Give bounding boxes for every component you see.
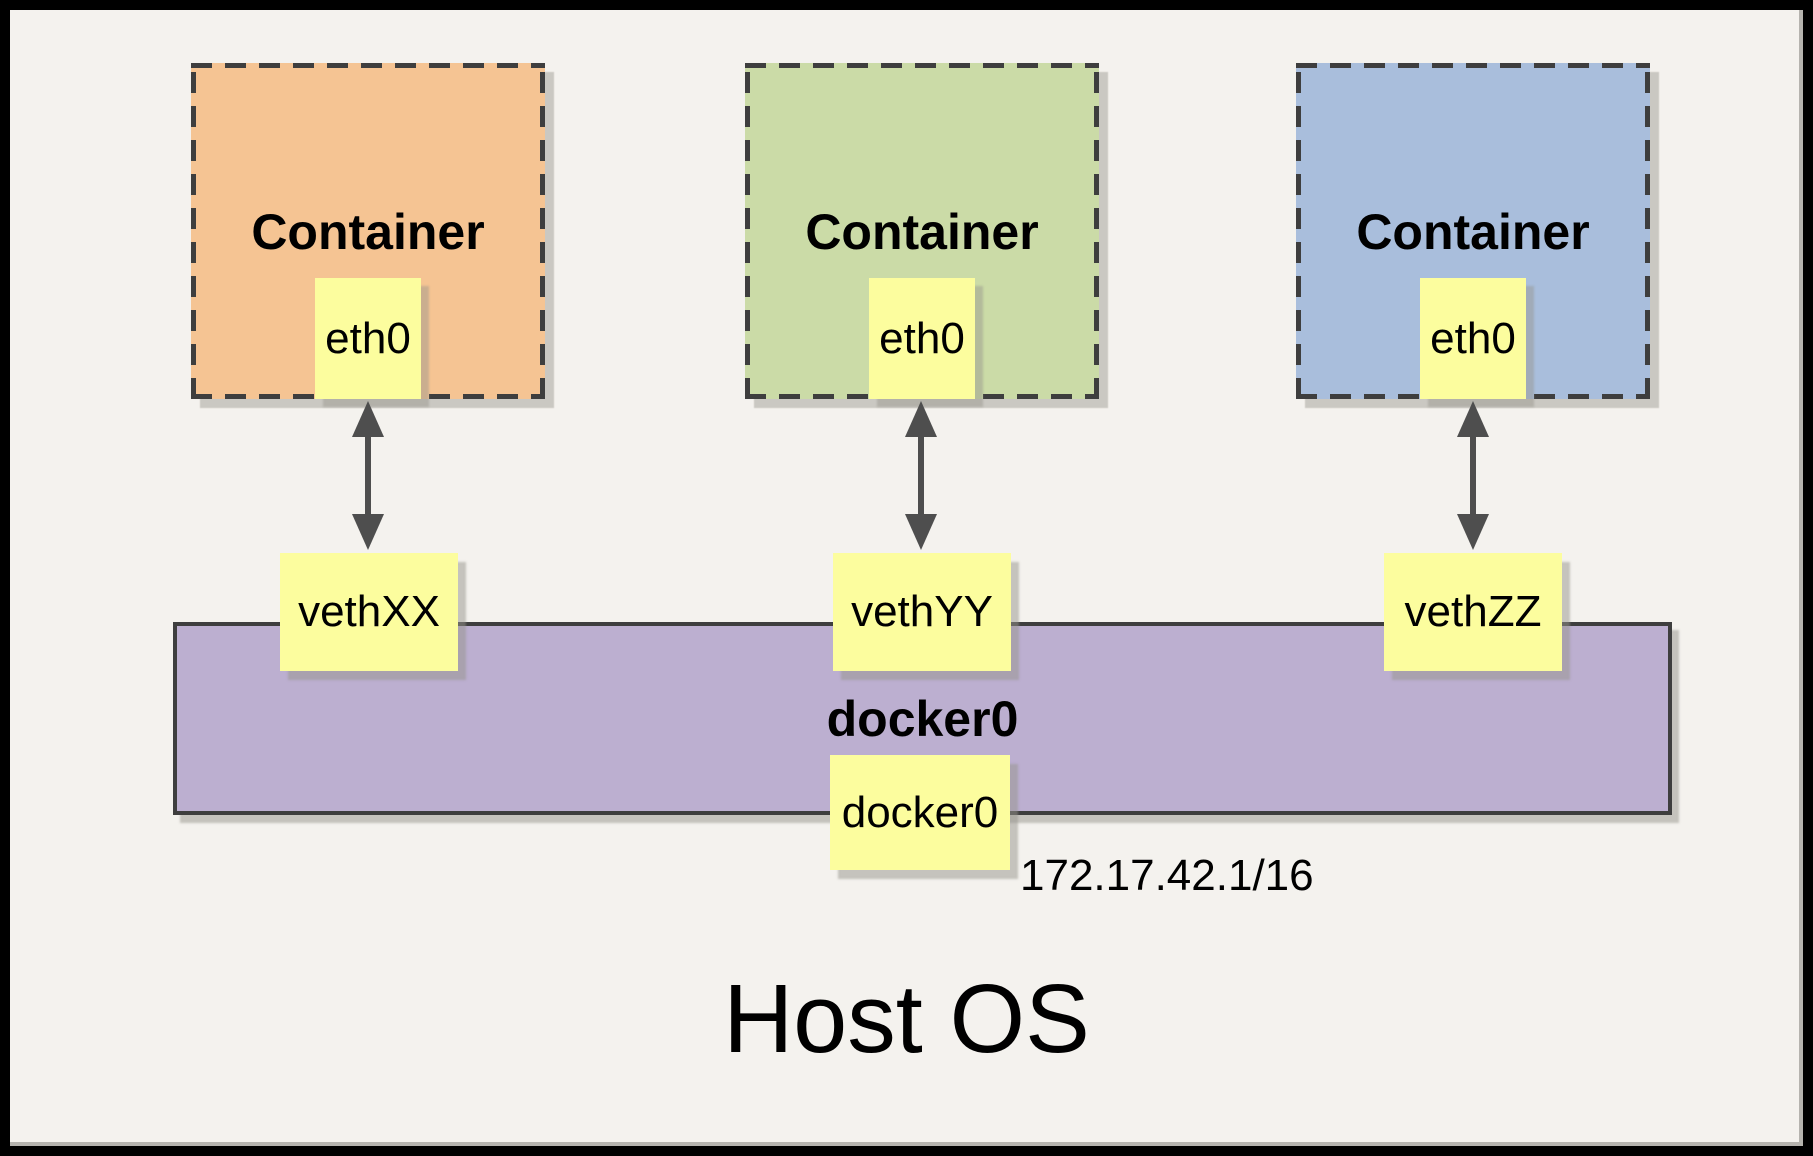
vethzz-box: vethZZ — [1384, 553, 1562, 671]
docker0-bridge-label: docker0 — [826, 691, 1019, 747]
container-2-eth0-label: eth0 — [879, 313, 965, 363]
container-2-label: Container — [805, 204, 1039, 260]
vethxx-box: vethXX — [280, 553, 458, 671]
arrow-shaft — [1470, 431, 1476, 520]
container-3-eth0-label: eth0 — [1430, 313, 1516, 363]
arrow-shaft — [918, 431, 924, 520]
vethyy-box: vethYY — [833, 553, 1011, 671]
container-1-eth0-label: eth0 — [325, 313, 411, 363]
arrow-shaft — [365, 431, 371, 520]
host-os-label: Host OS — [723, 964, 1090, 1073]
container-box-1: Container eth0 — [191, 63, 545, 399]
container-3-eth0-box: eth0 — [1420, 278, 1526, 399]
arrowhead-down-icon — [352, 514, 384, 550]
container-3-label: Container — [1356, 204, 1590, 260]
arrowhead-down-icon — [905, 514, 937, 550]
container-box-2: Container eth0 — [745, 63, 1099, 399]
container-box-3: Container eth0 — [1296, 63, 1650, 399]
arrowhead-down-icon — [1457, 514, 1489, 550]
vethyy-label: vethYY — [851, 587, 993, 636]
docker0-interface-label: docker0 — [841, 787, 999, 837]
bridge-ip-label: 172.17.42.1/16 — [1020, 851, 1314, 900]
vethxx-label: vethXX — [298, 587, 440, 636]
arrow-eth0-vethzz — [1456, 401, 1490, 550]
vethzz-label: vethZZ — [1404, 587, 1542, 636]
container-2-eth0-box: eth0 — [869, 278, 975, 399]
arrow-eth0-vethxx — [351, 401, 385, 550]
container-1-eth0-box: eth0 — [315, 278, 421, 399]
container-1-label: Container — [251, 204, 485, 260]
arrow-eth0-vethyy — [904, 401, 938, 550]
docker0-interface-box: docker0 — [830, 755, 1010, 870]
